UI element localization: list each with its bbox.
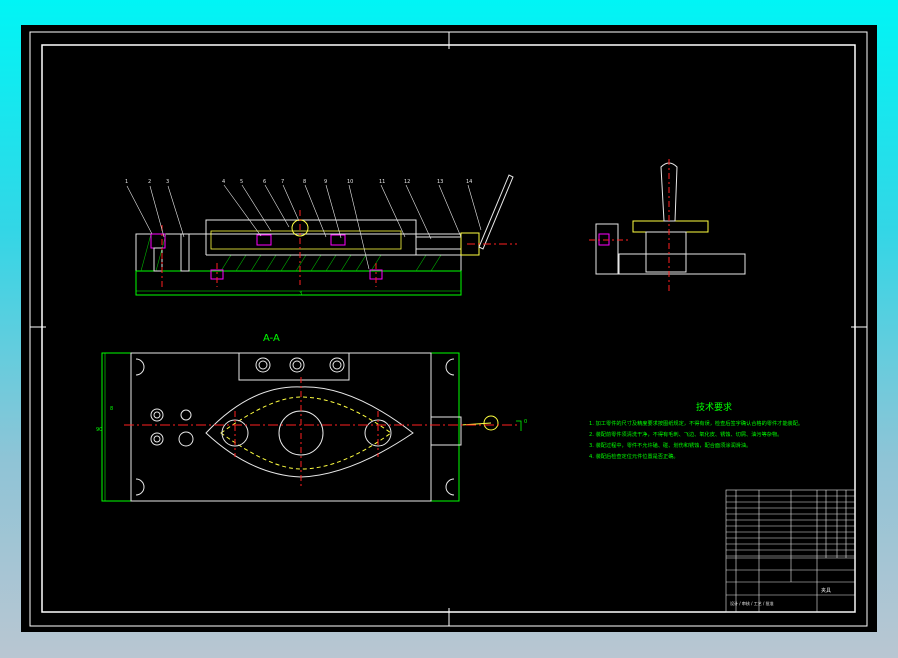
leader-label-14: 14 [466,179,472,185]
tech-title: 技术要求 [696,401,732,413]
leader-label-12: 12 [404,179,410,185]
leader-label-8: 8 [303,179,306,185]
leader-label-9: 9 [324,179,327,185]
leader-label-7: 7 [281,179,284,185]
title-block-note: 夹具 [821,587,831,594]
tech-note: 4. 装配后检查定位元件位置是否正确。 [589,452,679,460]
technical-requirements: 技术要求 1. 加工零件的尺寸及精度要求按图纸规定，不得有误，检查后签字确认合格… [589,401,803,460]
title-block-code: 设计 / 审核 / 工艺 / 批准 [730,600,774,606]
side-view [589,159,746,293]
leader-label-13: 13 [437,179,443,185]
leader-label-10: 10 [347,179,353,185]
leader-label-11: 11 [379,179,385,185]
front-hatch [140,233,442,272]
section-label: A-A [263,333,280,344]
tech-notes: 1. 加工零件的尺寸及精度要求按图纸规定，不得有误，检查后签字确认合格的零件才能… [589,419,803,460]
left-tick: 8 [110,406,113,412]
leader-label-5: 5 [240,179,243,185]
front-dimension: 3 [299,291,302,297]
left-dimension: 90 [96,427,102,433]
title-block [725,489,856,613]
right-dimension: 0 [524,419,527,425]
tech-note: 1. 加工零件的尺寸及精度要求按图纸规定，不得有误，检查后签字确认合格的零件才能… [589,419,803,427]
sheet-border [29,31,868,627]
tech-note: 2. 装配前零件须清洗干净，不得有毛刺、飞边、氧化皮、锈蚀、切屑、油污等杂物。 [589,430,782,438]
leader-label-2: 2 [148,179,151,185]
leader-label-1: 1 [125,179,128,185]
tech-note: 3. 装配过程中，零件不允许磕、碰、划伤和锈蚀，配合面须涂润滑油。 [589,441,751,449]
leader-label-4: 4 [222,179,225,185]
leader-label-3: 3 [166,179,169,185]
section-view: A-A 90 8 [96,333,527,502]
leader-label-6: 6 [263,179,266,185]
